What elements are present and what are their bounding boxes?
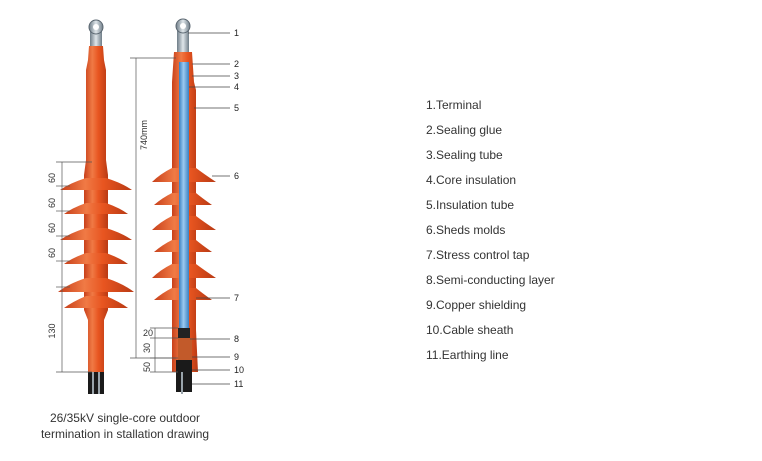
drawing-caption: 26/35kV single-core outdoor termination … bbox=[20, 410, 230, 442]
overall-dimension bbox=[130, 57, 176, 359]
core-insulation bbox=[179, 62, 189, 330]
right-termination-cutaway: 740mm 20 30 50 1 2 3 4 5 bbox=[130, 18, 244, 394]
left-termination-exterior: 60 60 60 60 130 bbox=[47, 19, 134, 394]
legend-item: 11.Earthing line bbox=[426, 348, 509, 362]
callout-3: 3 bbox=[234, 71, 239, 81]
legend-item: 8.Semi-conducting layer bbox=[426, 273, 555, 287]
left-dim-2: 60 bbox=[47, 198, 57, 208]
callout-4: 4 bbox=[234, 82, 239, 92]
callout-8: 8 bbox=[234, 334, 239, 344]
callout-11: 11 bbox=[234, 379, 243, 389]
right-dim-30: 30 bbox=[142, 343, 152, 353]
legend-item: 7.Stress control tap bbox=[426, 248, 530, 262]
left-dim-4: 60 bbox=[47, 248, 57, 258]
callout-leaders bbox=[188, 32, 230, 385]
right-dim-50: 50 bbox=[142, 362, 152, 372]
legend-item: 1.Terminal bbox=[426, 98, 482, 112]
left-dim-3: 60 bbox=[47, 223, 57, 233]
legend-item: 4.Core insulation bbox=[426, 173, 517, 187]
overall-dim-label: 740mm bbox=[139, 120, 149, 150]
callout-10: 10 bbox=[234, 365, 244, 375]
left-dimension-lines bbox=[56, 161, 92, 373]
callout-5: 5 bbox=[234, 103, 239, 113]
earthing-line bbox=[181, 372, 183, 394]
left-terminal-lug bbox=[88, 19, 104, 48]
left-dim-5: 130 bbox=[47, 323, 57, 338]
legend-item: 3.Sealing tube bbox=[426, 148, 503, 162]
legend-item: 10.Cable sheath bbox=[426, 323, 514, 337]
semi-conducting-layer bbox=[178, 328, 190, 338]
caption-line-2: termination in stallation drawing bbox=[40, 427, 210, 441]
callout-6: 6 bbox=[234, 171, 239, 181]
left-cable-end bbox=[88, 372, 104, 394]
legend-item: 6.Sheds molds bbox=[426, 223, 506, 237]
legend-item: 9.Copper shielding bbox=[426, 298, 527, 312]
right-dim-20: 20 bbox=[143, 328, 153, 338]
callout-7: 7 bbox=[234, 293, 239, 303]
left-sheds bbox=[58, 178, 134, 308]
parts-legend: 1.Terminal 2.Sealing glue 3.Sealing tube… bbox=[426, 96, 555, 371]
callout-9: 9 bbox=[234, 352, 239, 362]
left-dim-1: 60 bbox=[47, 173, 57, 183]
right-bottom-dimension-lines bbox=[150, 327, 178, 373]
legend-item: 2.Sealing glue bbox=[426, 123, 503, 137]
callout-1: 1 bbox=[234, 28, 239, 38]
cable-sheath bbox=[176, 360, 192, 392]
right-terminal-lug bbox=[175, 18, 191, 52]
copper-shielding bbox=[178, 338, 192, 360]
caption-line-1: 26/35kV single-core outdoor bbox=[49, 411, 201, 425]
legend-item: 5.Insulation tube bbox=[426, 198, 515, 212]
callout-2: 2 bbox=[234, 59, 239, 69]
